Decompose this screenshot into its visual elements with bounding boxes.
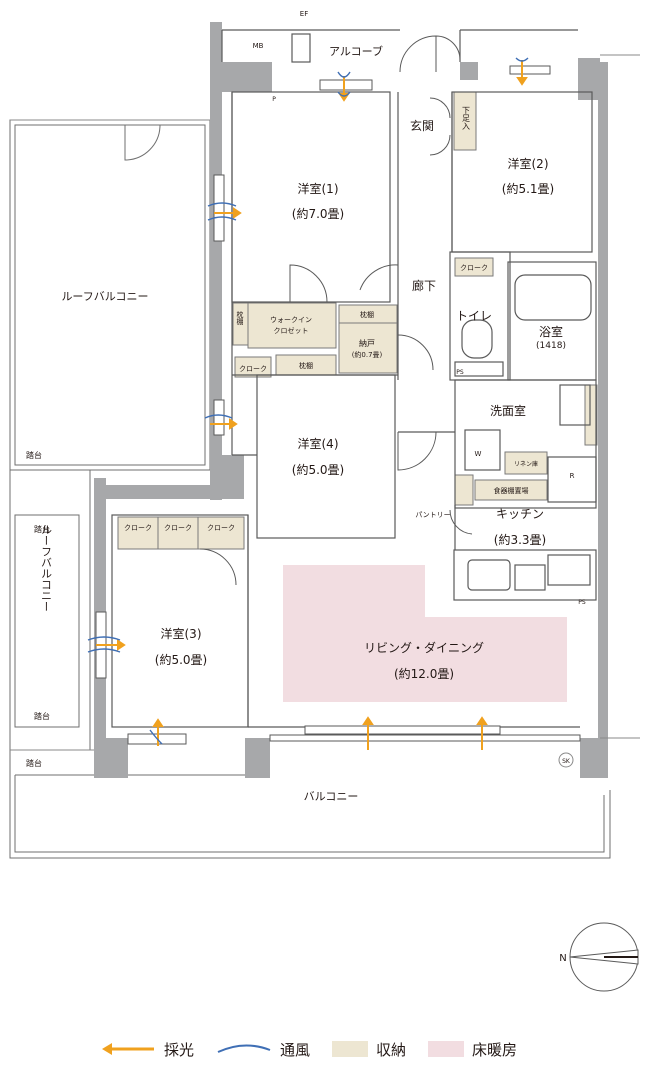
balcony-door-arc [124,124,161,161]
roof-balcony-label: ルーフバルコニー [61,290,148,303]
kitchen-size: (約3.3畳) [494,532,546,547]
storage-areas [117,91,598,550]
fumidai-4: 踏台 [26,758,42,768]
light-arrows [96,60,528,750]
room-labels: EF MB アルコーブ P 玄関 下足入 洋室(1) (約7.0畳) 洋室(2)… [26,10,586,964]
kitchen-label: キッチン [496,507,544,521]
washer-label: W [475,450,482,458]
room1-size: (約7.0畳) [292,206,344,221]
entrance-label: 玄関 [410,118,434,133]
cloak-room4: クローク [239,365,267,373]
ef-label: EF [300,10,308,18]
ps-kitchen: PS [578,599,586,606]
room1-label: 洋室(1) [298,181,339,196]
door-swings [199,35,473,586]
wind-wave-icon [217,1044,271,1053]
floor-heating-swatch [428,1041,465,1057]
legend-floor-heating: 床暖房 [428,1039,517,1060]
nando-size: (約0.7畳) [352,350,383,359]
legend-wind-label: 通風 [280,1040,311,1059]
makura-wic: 枕棚 [299,361,313,370]
cloak-room2: クローク [460,264,488,272]
fridge-label: R [570,472,575,480]
p-label: P [272,96,276,103]
sk-label: SK [562,758,571,765]
room2-label: 洋室(2) [508,156,549,171]
mb-label: MB [253,42,264,50]
pantry-label: パントリー [415,511,450,519]
bath-label: 浴室 [539,324,563,339]
room4-size: (約5.0畳) [292,462,344,477]
compass-icon [569,922,639,992]
legend-storage-label: 収納 [376,1040,407,1059]
fumidai-3: 踏台 [34,711,50,721]
ventilation-marks [87,57,529,745]
fumidai-2: 踏台 [34,524,50,534]
legend-light-label: 採光 [164,1040,195,1059]
interior-walls [111,29,597,728]
roof-balcony-vertical: ルーフバルコニー [40,524,53,612]
room2-size: (約5.1畳) [502,181,554,196]
legend-light: 採光 [100,1039,194,1060]
dish-rack-label: 食器棚置場 [494,486,529,495]
exterior-lines [10,54,640,768]
toilet-label: トイレ [456,309,492,323]
cloak-room3-c: クローク [207,524,235,532]
legend: 採光 通風 収納 床暖房 [100,1036,600,1062]
wic-label: ウォークイン [270,316,312,324]
washroom-label: 洗面室 [490,403,526,418]
cloak-room3-b: クローク [164,524,192,532]
floor-heating-area [283,565,567,702]
north-label: N [559,953,566,964]
wic-label-2: クロゼット [274,326,309,335]
fumidai-1: 踏台 [26,450,42,460]
legend-floor-heating-label: 床暖房 [472,1040,518,1059]
cloak-room3-a: クローク [124,524,152,532]
alcove-label: アルコーブ [329,44,383,58]
bath-size: (1418) [536,341,566,351]
room3-size: (約5.0畳) [155,652,207,667]
corridor-label: 廊下 [412,278,436,293]
makura-nando: 枕棚 [360,310,374,319]
balcony-label: バルコニー [304,790,359,803]
nando-label: 納戸 [359,338,375,348]
room3-label: 洋室(3) [161,626,202,641]
makura-vertical: 枕棚 [236,310,244,326]
shoe-box-label: 下足入 [462,106,471,130]
linen-label: リネン庫 [514,460,538,468]
legend-wind: 通風 [216,1039,310,1060]
ps-toilet: PS [456,369,464,376]
ld-label: リビング・ダイニング [364,640,484,655]
legend-storage: 収納 [332,1039,406,1060]
light-arrow-icon [102,1043,154,1055]
ld-size: (約12.0畳) [394,666,454,681]
storage-swatch [332,1041,369,1057]
room4-label: 洋室(4) [298,436,339,451]
balcony-area [9,750,611,859]
